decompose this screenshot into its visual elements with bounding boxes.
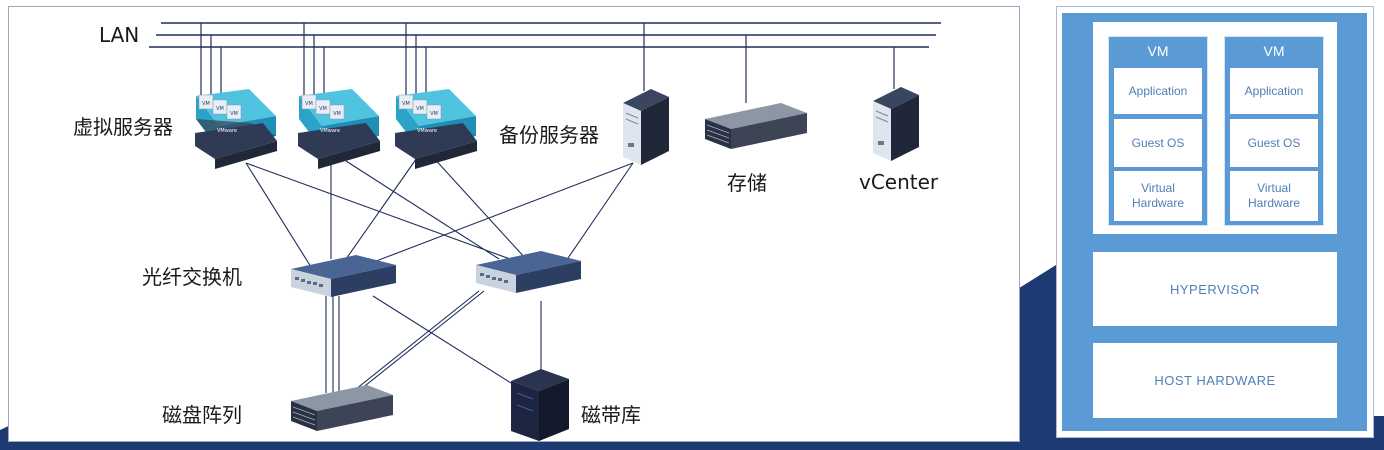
guest-os-layer: Guest OS (1230, 119, 1318, 167)
vm-badge: VM (305, 101, 313, 107)
storage-label: 存储 (727, 171, 767, 195)
vm-badge: VM (216, 106, 224, 112)
guest-os-layer: Guest OS (1114, 119, 1202, 167)
vmware-host-1: VM VM VM VMware (195, 89, 277, 169)
vmware-logo-text: VMware (217, 128, 237, 134)
disk-array-icon (291, 385, 393, 431)
backup-server-label: 备份服务器 (499, 123, 599, 147)
disk-array-label: 磁盘阵列 (162, 403, 242, 427)
tape-library-icon (511, 369, 569, 441)
vm-title: VM (1263, 43, 1285, 59)
fc-switch-1 (291, 255, 396, 297)
hypervisor-layer: HYPERVISOR (1093, 252, 1337, 326)
virtual-hardware-layer: Virtual Hardware (1230, 171, 1318, 221)
host-hardware-layer: HOST HARDWARE (1093, 343, 1337, 418)
lan-bus (149, 22, 941, 48)
lan-label: LAN (99, 23, 140, 47)
backup-server-icon (623, 89, 669, 165)
vm-badge: VM (402, 101, 410, 107)
application-layer: Application (1114, 68, 1202, 114)
application-layer: Application (1230, 68, 1318, 114)
vm-column-2: VM Application Guest OS Virtual Hardware (1224, 36, 1324, 226)
lan-drops (200, 23, 895, 103)
vmware-logo-text: VMware (417, 128, 437, 134)
vm-badge: VM (416, 106, 424, 112)
tape-library-label: 磁带库 (581, 403, 641, 427)
network-diagram: VM VM VM VMware VM VM VM VMware (149, 22, 941, 441)
storage-icon (705, 103, 807, 149)
virtual-hardware-layer: Virtual Hardware (1114, 171, 1202, 221)
vcenter-server-icon (873, 87, 919, 161)
fc-switch-label: 光纤交换机 (142, 265, 242, 289)
vm-badge: VM (333, 111, 341, 117)
vm-badge: VM (319, 106, 327, 112)
network-diagram-panel: VM VM VM VMware VM VM VM VMware (8, 6, 1020, 442)
vm-badge: VM (202, 101, 210, 107)
vm-title: VM (1147, 43, 1169, 59)
virtual-servers-label: 虚拟服务器 (73, 115, 173, 139)
vcenter-label: vCenter (859, 170, 939, 194)
san-links (245, 154, 634, 394)
fc-switch-2 (476, 251, 581, 293)
vmware-logo-text: VMware (320, 128, 340, 134)
vm-column-1: VM Application Guest OS Virtual Hardware (1108, 36, 1208, 226)
vmware-host-2: VM VM VM VMware (298, 89, 380, 169)
vm-badge: VM (430, 111, 438, 117)
vmware-host-3: VM VM VM VMware (395, 89, 477, 169)
vm-badge: VM (230, 111, 238, 117)
